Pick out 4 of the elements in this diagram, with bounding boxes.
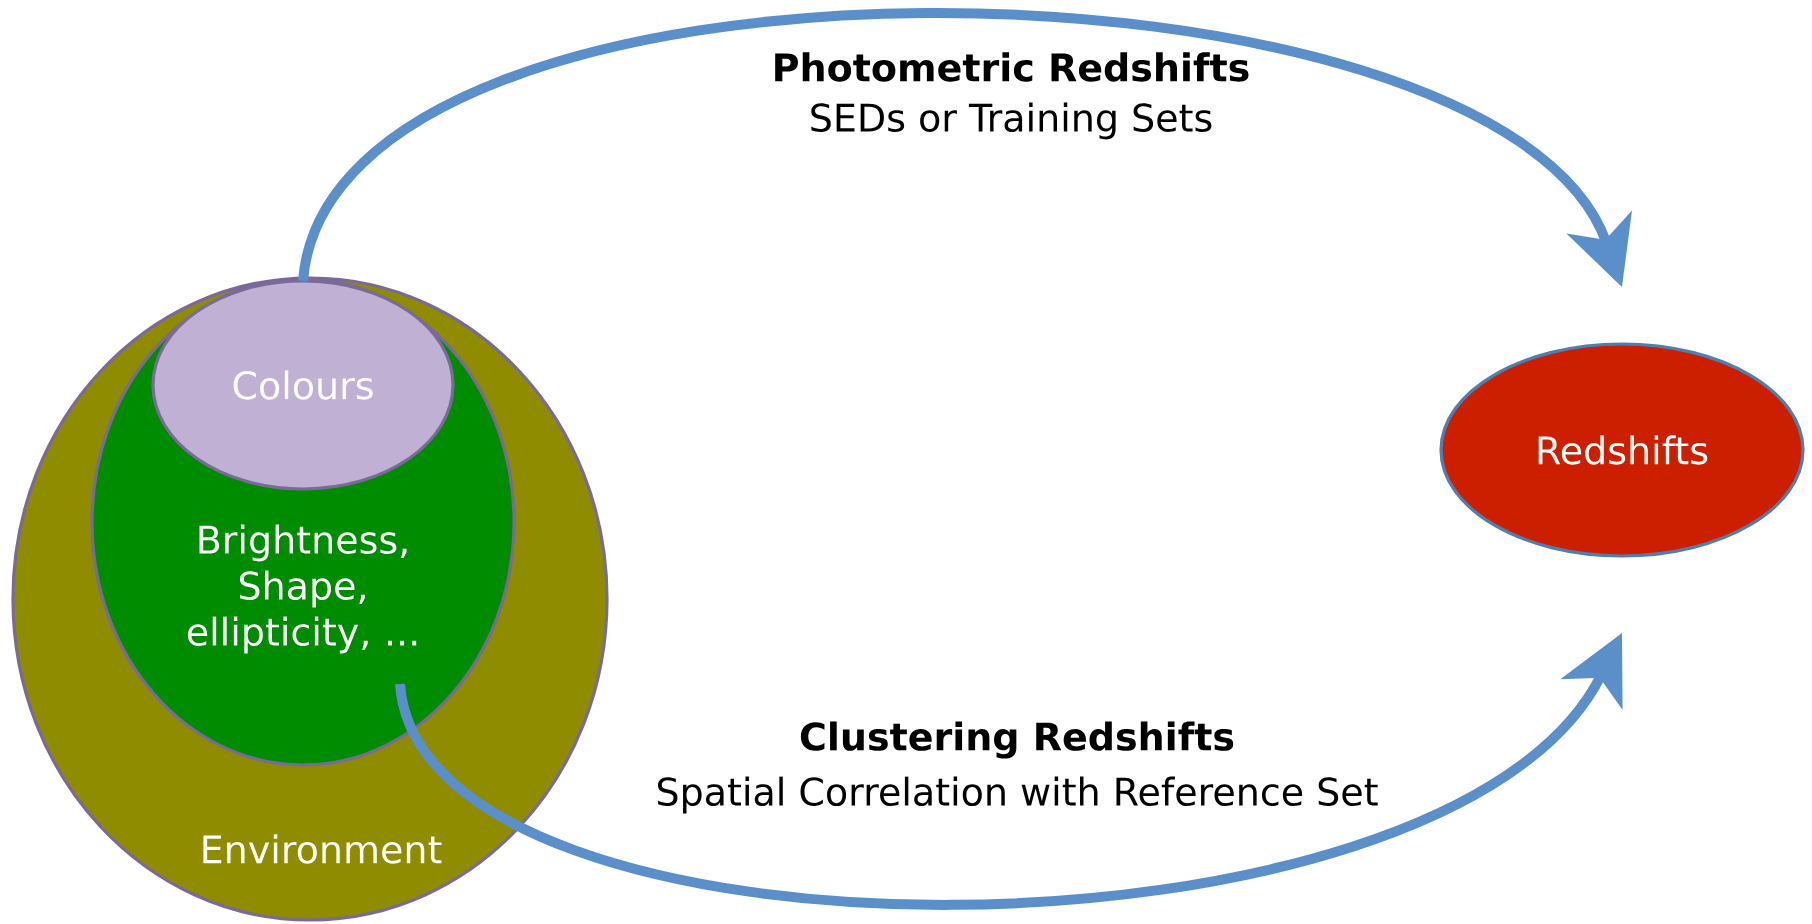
method-note: SEDs or Training Sets (811, 102, 1212, 140)
edge-label: Clustering Redshifts (800, 721, 1234, 759)
method-note: Spatial Correlation with Reference Set (658, 776, 1378, 814)
edge-label: Photometric Redshifts (775, 52, 1249, 82)
